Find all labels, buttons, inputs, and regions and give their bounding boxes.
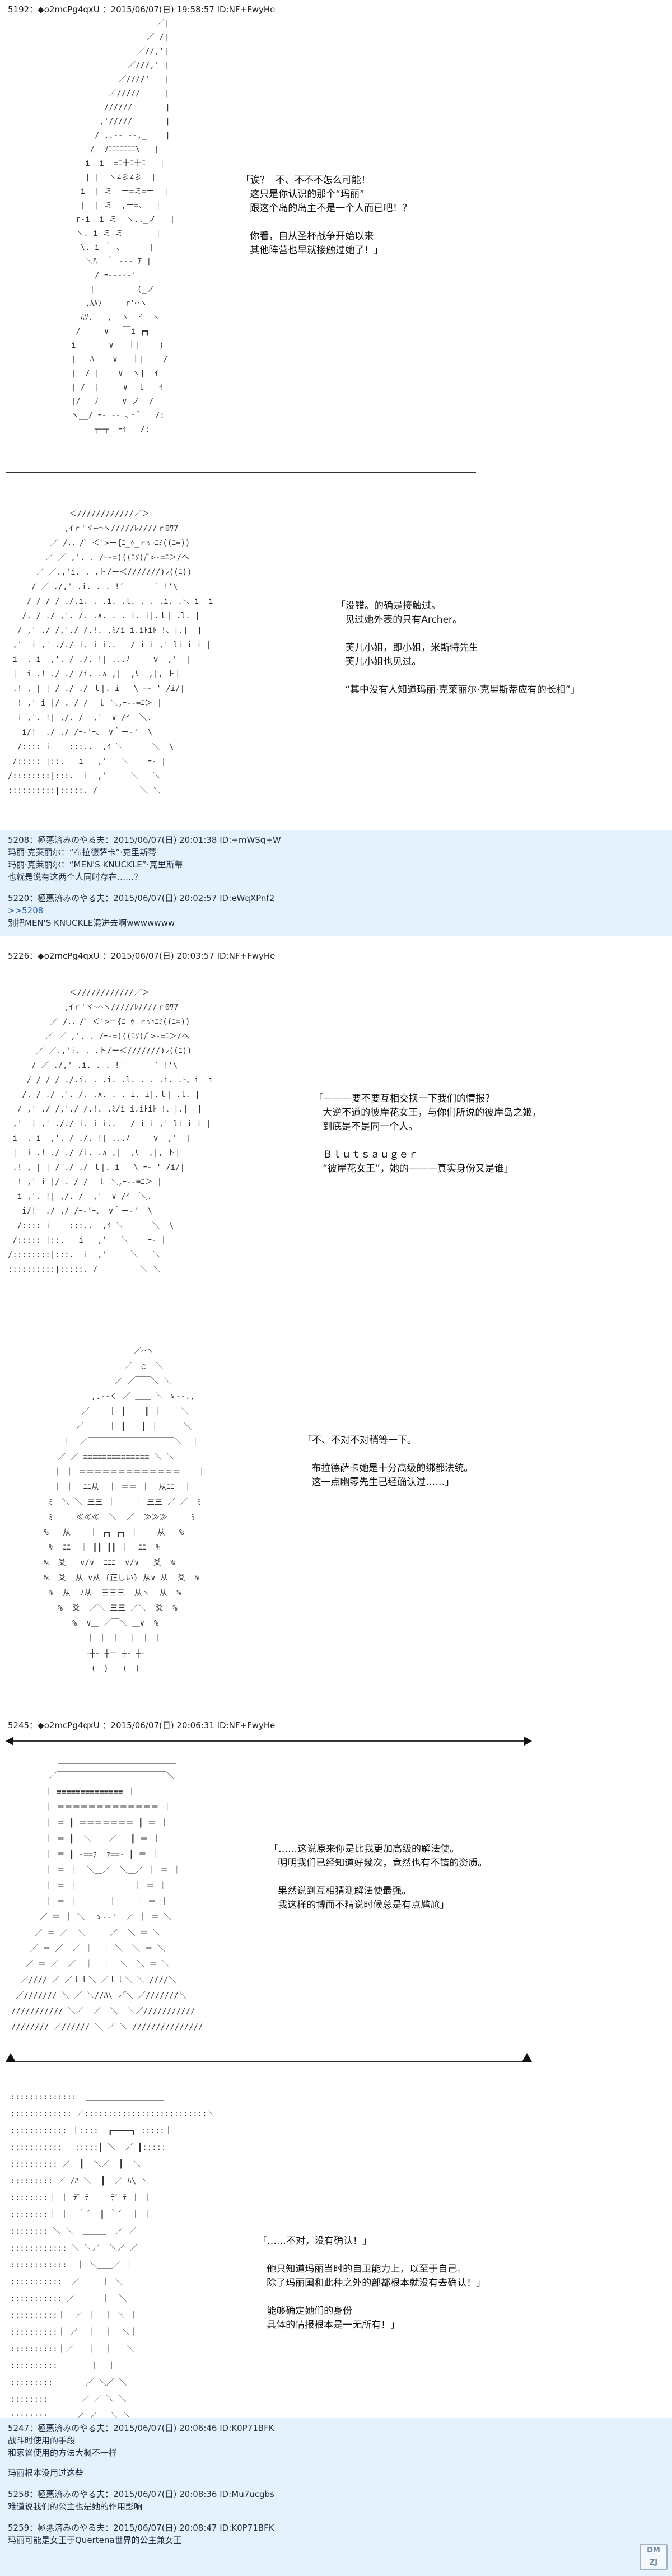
res-line: 玛丽·克莱丽尔：“布拉德萨卡”·克里斯蒂 (8, 847, 157, 857)
dialogue-5192: 「诶？ 不、不不不怎么可能！ 这只是你认识的那个“玛丽” 跟这个岛的岛主不是一个… (241, 175, 412, 256)
frame-left-arrow (6, 1737, 13, 1746)
res-line: 5259：極悪済みのやる夫：2015/06/07(日) 20:08:47 ID:… (8, 2523, 274, 2533)
site-logo-icon: DM ZJ (640, 2544, 668, 2570)
divider-line (6, 472, 476, 473)
ascii-art-helmet-knight: ＿＿＿＿＿＿＿＿＿＿＿＿＿＿＿ ／￣￣￣￣￣￣￣￣￣￣￣￣￣￣＼ ｜ ≡≡≡≡≡… (11, 1756, 203, 2032)
frame-left-marker (6, 2053, 16, 2062)
frame-top-line (13, 1740, 524, 1742)
dialogue-girl-1: 「没错。的确是接触过。 见过她外表的只有Archer。 芙儿小姐，即小姐，米斯特… (336, 600, 580, 696)
frame-right-marker (522, 2053, 532, 2062)
res-line: 5220：極悪済みのやる夫：2015/06/07(日) 20:02:57 ID:… (8, 893, 275, 903)
frame-right-arrow (524, 1737, 532, 1746)
res-line: 难道说我们的公主也是她的作用影响 (8, 2502, 143, 2512)
responses-block-1: 5208：極悪済みのやる夫：2015/06/07(日) 20:01:38 ID:… (0, 830, 672, 936)
res-line: 玛丽根本没用过这些 (8, 2468, 84, 2478)
res-line: 5208：極悪済みのやる夫：2015/06/07(日) 20:01:38 ID:… (8, 835, 281, 845)
responses-block-2: 5247：極悪済みのやる夫：2015/06/07(日) 20:06:46 ID:… (0, 2418, 672, 2576)
ascii-art-masked-figure: :::::::::::::: ＿＿＿＿＿＿＿＿＿＿ ::::::::::::: … (10, 2093, 215, 2454)
res-line: 战斗时使用的手段 (8, 2435, 76, 2446)
ascii-art-girl: ＜////////////／＞ ,ｲｒ'ヾ~⌒ヽ/////ﾚ////ｒ0ﾜ7 ／… (8, 510, 213, 795)
dialogue-knight: 「……这说原来你是比我更加高级的解法使。 明明我们已经知道好幾次，竟然也有不错的… (269, 1844, 488, 1911)
res-anchor-link[interactable]: >>5208 (8, 906, 44, 916)
res-line: 5247：極悪済みのやる夫：2015/06/07(日) 20:06:46 ID:… (8, 2423, 274, 2433)
dialogue-masked: 「……不对，没有确认！」 他只知道玛丽当时的自卫能力上，以至于自己。 除了玛丽国… (258, 2236, 486, 2331)
ascii-art-armored-figure: ／⌒ヽ ／ ○ ＼ ／ ／￣￣＼ ＼ ,.-‐く ／ ＿＿ ＼ ゝ‐-., ／ … (44, 1347, 206, 1673)
dialogue-girl-2: 「———要不要互相交换一下我们的情报？ 大逆不道的彼岸花女王，与你们所说的彼岸岛… (314, 1093, 542, 1174)
res-line: 和家督使用的方法大概不一样 (8, 2448, 118, 2458)
ascii-art-hooded-figure: ／| ／ /| ／//,'| ／///,' | ／////' | ／///// … (71, 19, 175, 434)
ascii-art-girl-2: ＜////////////／＞ ,ｲｒ'ヾ~⌒ヽ/////ﾚ////ｒ0ﾜ7 ／… (8, 988, 213, 1274)
res-line: 玛丽可能是女王于Quertena世界的公主兼女王 (8, 2535, 182, 2545)
frame-bottom-line (15, 2061, 522, 2062)
post-header-5226: 5226：◆o2mcPg4qxU ：2015/06/07(日) 20:03:57… (8, 951, 276, 961)
post-header-5192: 5192：◆o2mcPg4qxU ：2015/06/07(日) 19:58:57… (8, 4, 276, 15)
res-line: 别把MEN'S KNUCKLE混进去啊wwwwwww (8, 918, 175, 928)
res-line: 玛丽·克莱丽尔：“MEN'S KNUCKLE”·克里斯蒂 (8, 860, 183, 870)
res-line: 也就是说有这两个人同时存在……？ (8, 872, 143, 882)
post-header-5245: 5245：◆o2mcPg4qxU ：2015/06/07(日) 20:06:31… (8, 1720, 276, 1730)
res-line: 5258：極悪済みのやる夫：2015/06/07(日) 20:08:36 ID:… (8, 2489, 274, 2499)
dialogue-armored: 「不、不对不对稍等一下。 布拉德萨卡她是十分高级的绑都法统。 这一点幽零先生已经… (302, 1435, 474, 1488)
